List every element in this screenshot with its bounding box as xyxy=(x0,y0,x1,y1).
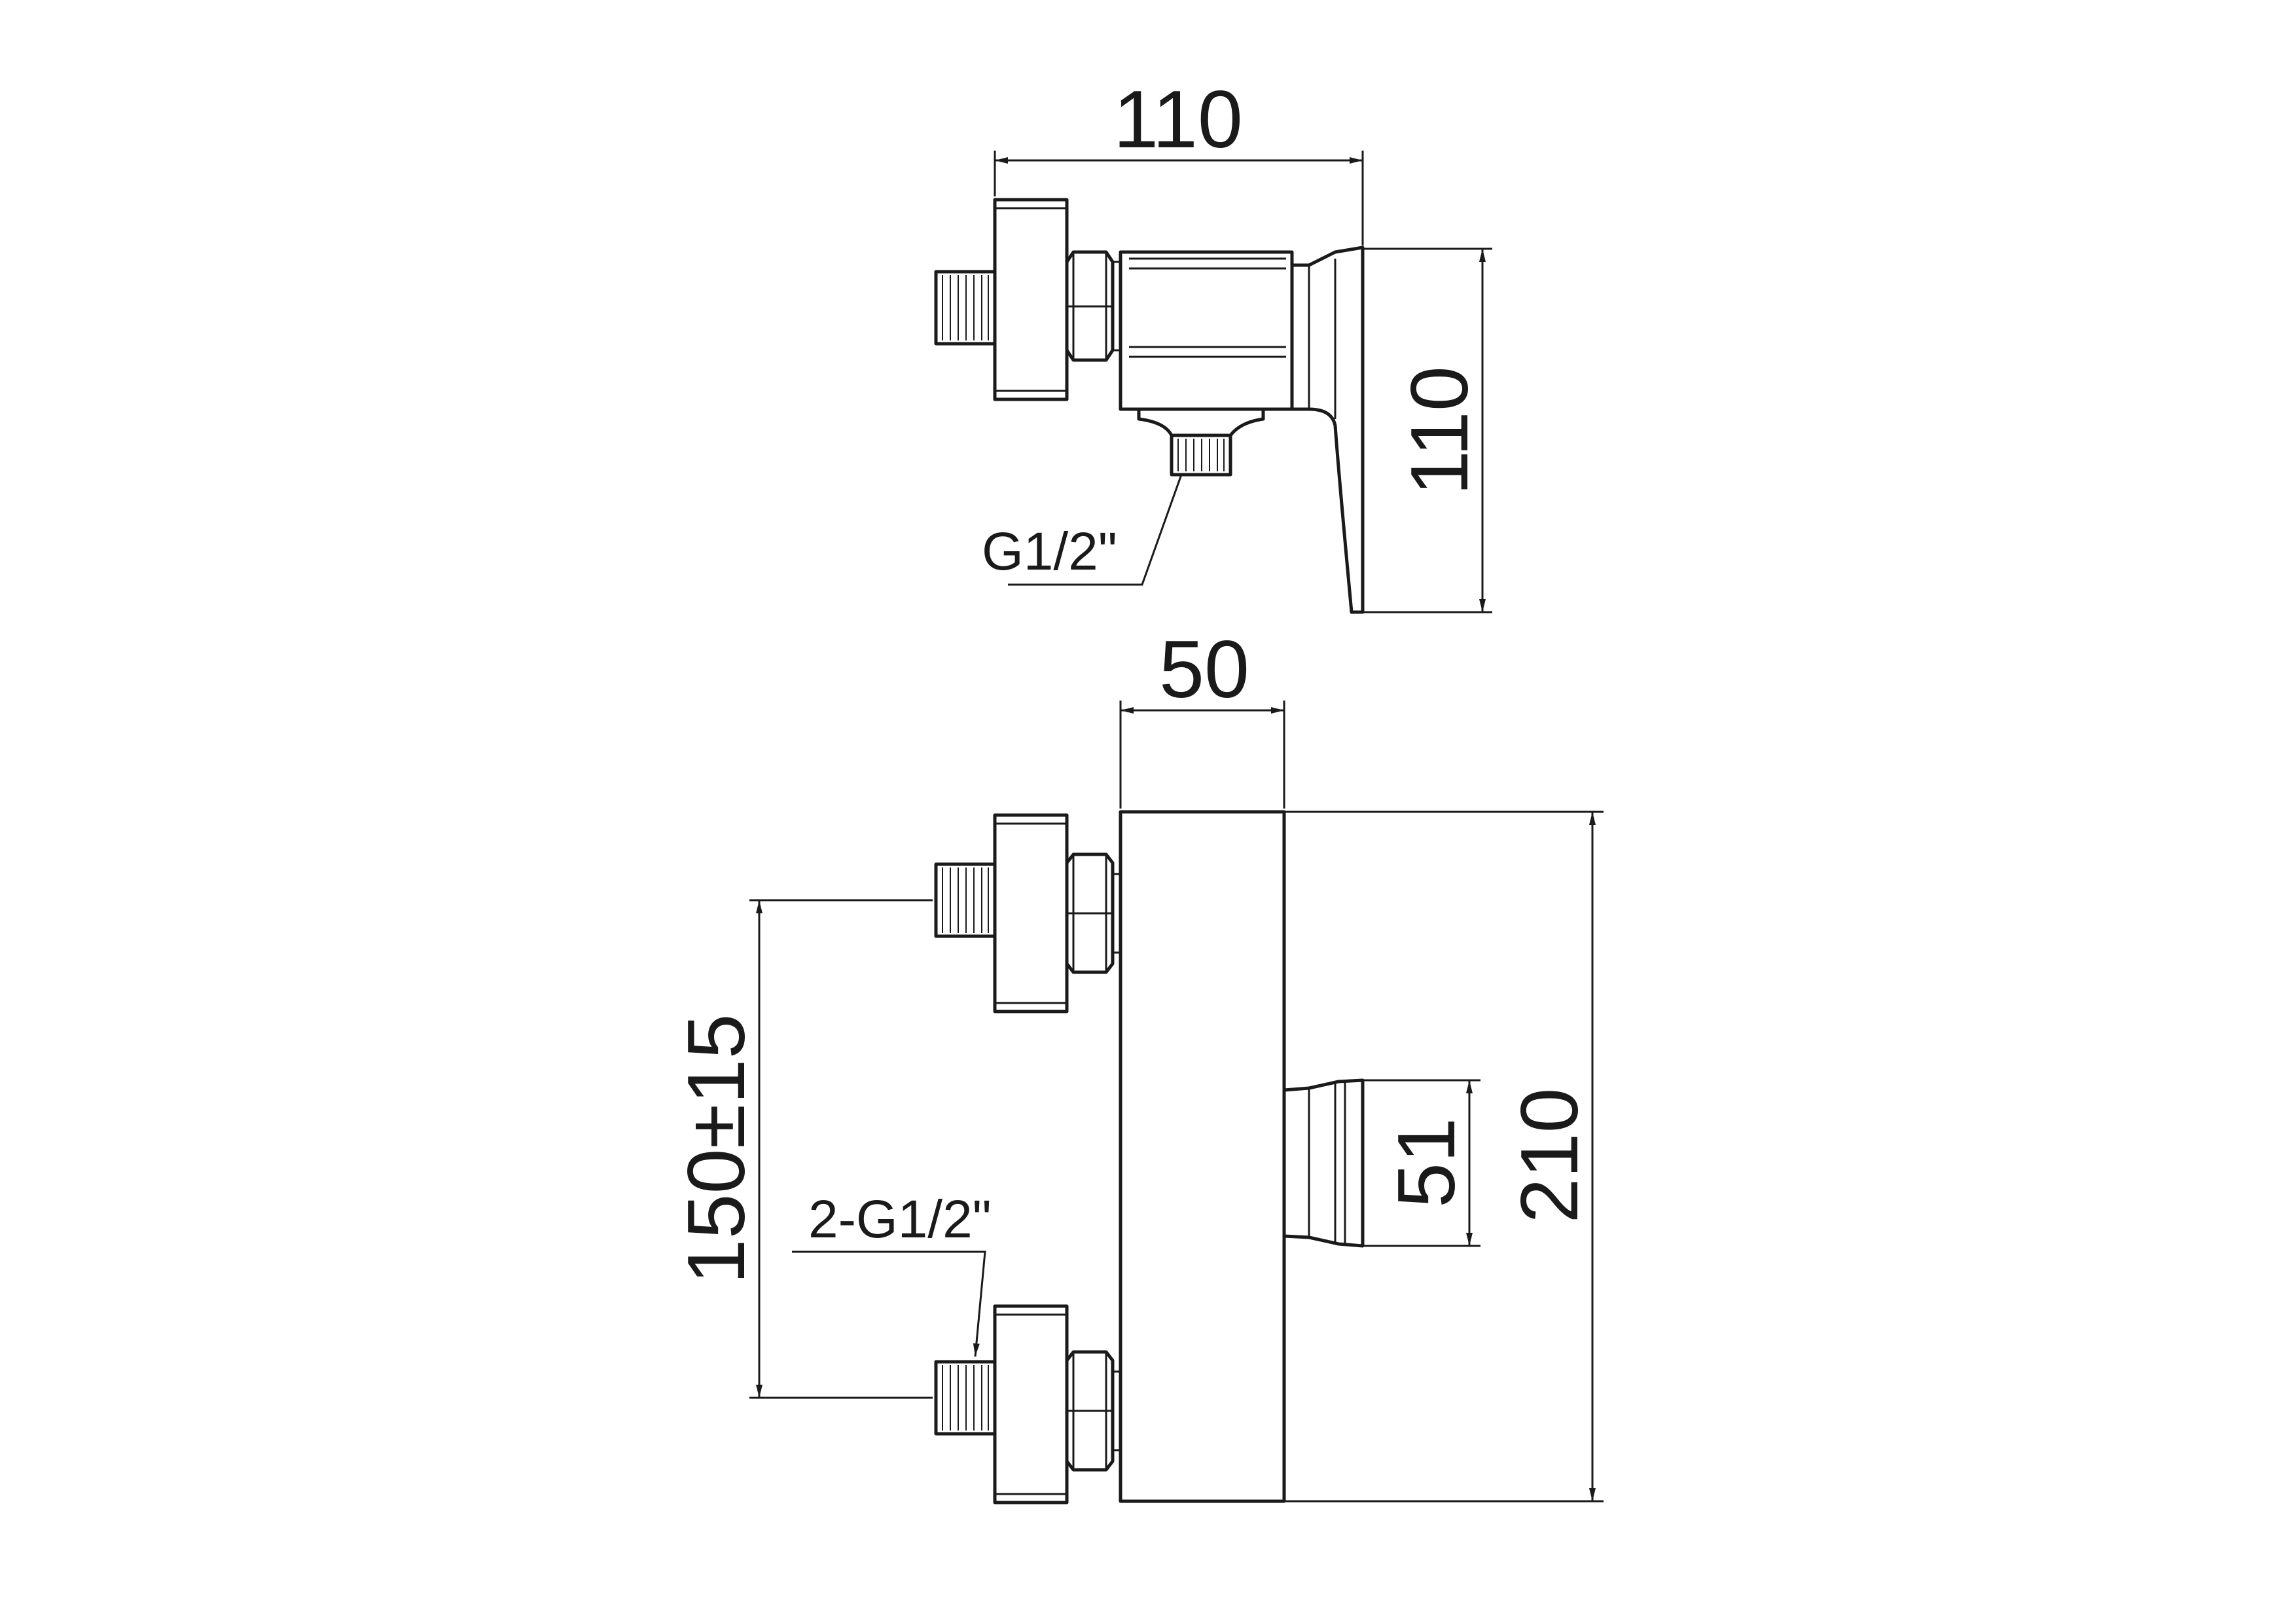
front-lower-inlet xyxy=(934,1304,1122,1504)
top-escutcheon xyxy=(993,198,1069,401)
front-lever-handle xyxy=(1282,1078,1365,1248)
front-height-dimension: 210 xyxy=(1284,811,1604,1503)
top-view: 110 110 G1/2" xyxy=(934,75,1492,614)
top-width-dimension: 110 xyxy=(994,75,1364,246)
front-inlet-spacing-label: 150±15 xyxy=(672,1014,762,1285)
top-hex-nut xyxy=(1065,250,1115,362)
front-inlet-thread-leader: 2-G1/2" xyxy=(792,1190,992,1357)
front-handle-label: 51 xyxy=(1382,1118,1472,1208)
top-outlet-thread-label: G1/2" xyxy=(982,522,1117,581)
front-width-label: 50 xyxy=(1159,625,1249,715)
top-outlet-thread-leader: G1/2" xyxy=(982,474,1183,586)
top-body xyxy=(1113,250,1294,411)
top-inlet-thread xyxy=(934,270,997,346)
front-inlet-spacing-dimension: 150±15 xyxy=(672,899,933,1399)
front-upper-inlet xyxy=(934,813,1122,1013)
front-inlet-thread-label: 2-G1/2" xyxy=(808,1190,992,1249)
front-view: 50 210 51 150±15 2-G1/2" xyxy=(672,625,1604,1504)
top-height-dimension: 110 xyxy=(1363,247,1492,613)
front-handle-dimension: 51 xyxy=(1363,1079,1480,1247)
top-height-label: 110 xyxy=(1395,366,1485,496)
front-width-dimension: 50 xyxy=(1119,625,1285,809)
top-width-label: 110 xyxy=(1113,75,1243,165)
front-height-label: 210 xyxy=(1505,1088,1595,1224)
front-body xyxy=(1119,810,1286,1503)
top-outlet xyxy=(1137,407,1265,477)
top-lever-handle xyxy=(1290,246,1365,614)
